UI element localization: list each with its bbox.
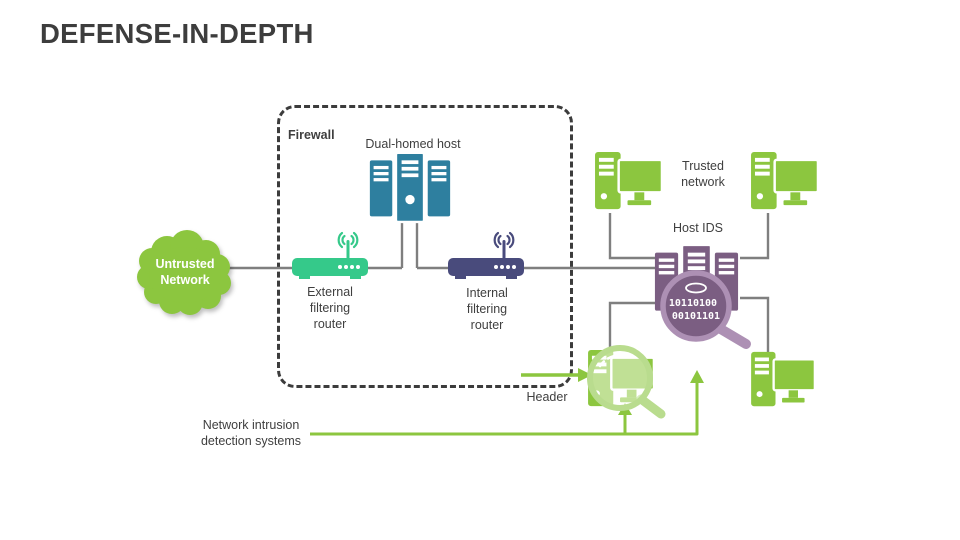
untrusted-network-label: Untrusted Network [155,257,215,287]
cloud-icon [137,230,231,315]
external-filtering-router-icon [290,231,370,280]
firewall-boundary-box [277,105,573,388]
green-flow-arrows [310,368,704,436]
ids-magnifier-handle [714,323,751,349]
wire-hostids-to-bottom-computer [740,296,770,354]
page-title: DEFENSE-IN-DEPTH [40,18,314,49]
nids-magnifier-glare [598,354,616,368]
nids-sensor-icon [587,345,666,419]
ids-binary-text: 10110100 00101101 [669,298,723,322]
dual-homed-host-label: Dual-homed host [365,137,461,151]
nids-right-arrow-head [690,370,704,383]
internal-filtering-router-label: Internal filtering router [466,286,508,332]
wire-trusted-left-to-hostids [608,213,655,260]
header-label: Header [526,390,568,404]
ids-binary-line2: 00101101 [672,311,720,322]
nids-magnifier-lens [587,345,653,411]
nids-label: Network intrusion detection systems [200,418,302,448]
trusted-network-label: Trusted network [681,159,725,189]
firewall-label: Firewall [288,128,335,142]
host-ids-icon: 10110100 00101101 [653,243,751,349]
wire-nids-sensor-to-hostids [608,301,662,347]
nids-line [310,383,699,436]
nids-magnifier-handle [636,394,666,419]
ids-binary-line1: 10110100 [669,298,717,309]
trusted-computer-right-icon [751,150,818,211]
ids-magnifier-glare [685,282,707,294]
host-ids-label: Host IDS [672,221,723,235]
ids-magnifier-lens [660,270,732,342]
internal-filtering-router-icon [446,231,526,280]
dual-homed-host-server-icon [368,151,452,224]
wire-trusted-right-to-hostids [740,213,770,260]
trusted-computer-left-icon [595,150,662,211]
bottom-right-computer-icon [751,350,815,408]
header-arrow-head [578,368,592,382]
external-filtering-router-label: External filtering router [307,285,353,331]
